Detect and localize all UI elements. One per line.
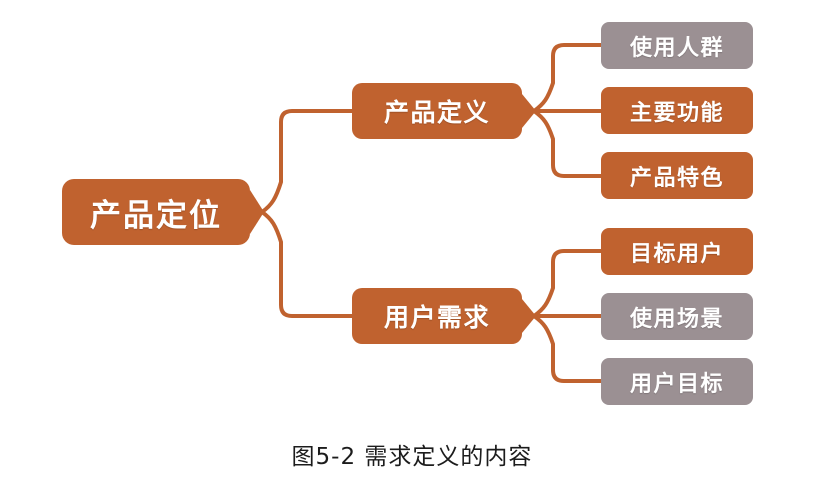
node-leaf-user-goal[interactable]: 用户目标	[601, 358, 753, 405]
connector-pd-to-product-feature	[532, 109, 603, 178]
figure-caption: 图5-2 需求定义的内容	[291, 444, 533, 470]
node-leaf-target-user[interactable]: 目标用户	[601, 228, 753, 275]
connector-un-to-user-goal	[532, 314, 603, 383]
node-leaf-main-function[interactable]: 主要功能	[601, 87, 753, 134]
node-leaf-user-group[interactable]: 使用人群	[601, 22, 753, 69]
connector-root-to-product-definition	[260, 109, 354, 214]
connector-root-to-user-needs	[260, 210, 354, 318]
node-branch-user-needs[interactable]: 用户需求	[352, 288, 522, 344]
connector-pd-to-user-group	[532, 43, 603, 113]
node-branch-product-definition[interactable]: 产品定义	[352, 83, 522, 139]
chevron-user-needs	[522, 299, 536, 333]
connector-un-to-target-user	[532, 249, 603, 318]
chevron-product-definition	[522, 94, 536, 128]
node-leaf-use-scenario[interactable]: 使用场景	[601, 293, 753, 340]
node-root-product-position[interactable]: 产品定位	[62, 179, 250, 245]
chevron-root	[250, 190, 264, 234]
node-leaf-product-feature[interactable]: 产品特色	[601, 152, 753, 199]
